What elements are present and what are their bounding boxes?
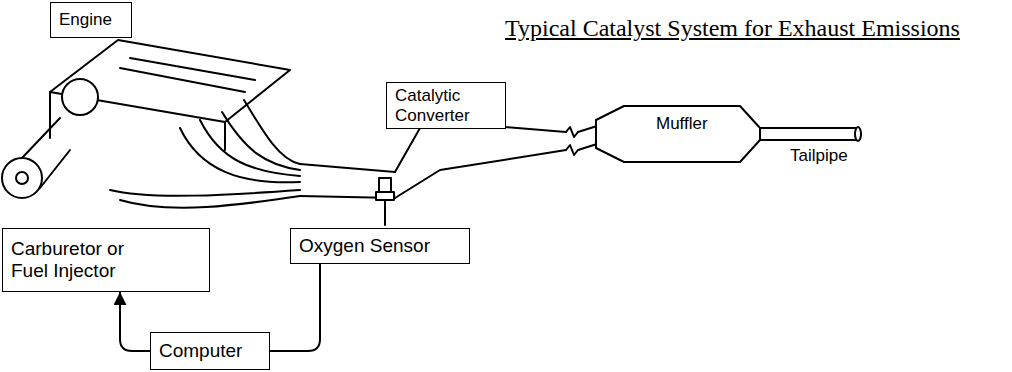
part-name: Carburetor or Fuel Injector xyxy=(11,238,161,282)
muffler-outline xyxy=(596,106,760,162)
part-label-box: Computer xyxy=(150,332,270,370)
part-label-box: Carburetor or Fuel Injector xyxy=(2,228,210,292)
part-name: Tailpipe xyxy=(790,146,848,166)
tailpipe xyxy=(760,128,858,140)
drive-belt xyxy=(22,118,70,188)
part-label-box: Engine xyxy=(50,2,132,38)
muffler-inlet xyxy=(578,126,597,150)
exhaust-manifold xyxy=(110,100,300,208)
engine-block xyxy=(50,40,290,122)
part-label-box: Catalytic Converter xyxy=(386,82,506,129)
muffler-outline xyxy=(594,104,762,164)
part-name: Computer xyxy=(159,340,242,362)
signal-connector xyxy=(120,292,150,351)
air-cleaner xyxy=(62,79,98,115)
converter-body xyxy=(395,127,566,198)
pulley xyxy=(2,158,42,198)
pipe-break xyxy=(566,127,578,155)
oxygen-sensor-wire xyxy=(384,200,386,225)
part-name: Oxygen Sensor xyxy=(299,235,430,257)
oxygen-sensor-body xyxy=(379,178,391,192)
pulley-hub xyxy=(16,172,28,184)
valve-cover-ridge xyxy=(120,58,255,92)
tailpipe-end xyxy=(855,127,861,141)
muffler-shape: Muffler xyxy=(594,104,762,164)
oxygen-sensor-nut xyxy=(376,192,394,200)
part-name: Catalytic Converter xyxy=(395,86,497,125)
part-name: Muffler xyxy=(656,114,708,134)
signal-connector xyxy=(270,264,320,351)
part-label-box: Oxygen Sensor xyxy=(290,228,470,264)
part-name: Engine xyxy=(59,10,112,30)
diagram-title: Typical Catalyst System for Exhaust Emis… xyxy=(505,14,960,43)
